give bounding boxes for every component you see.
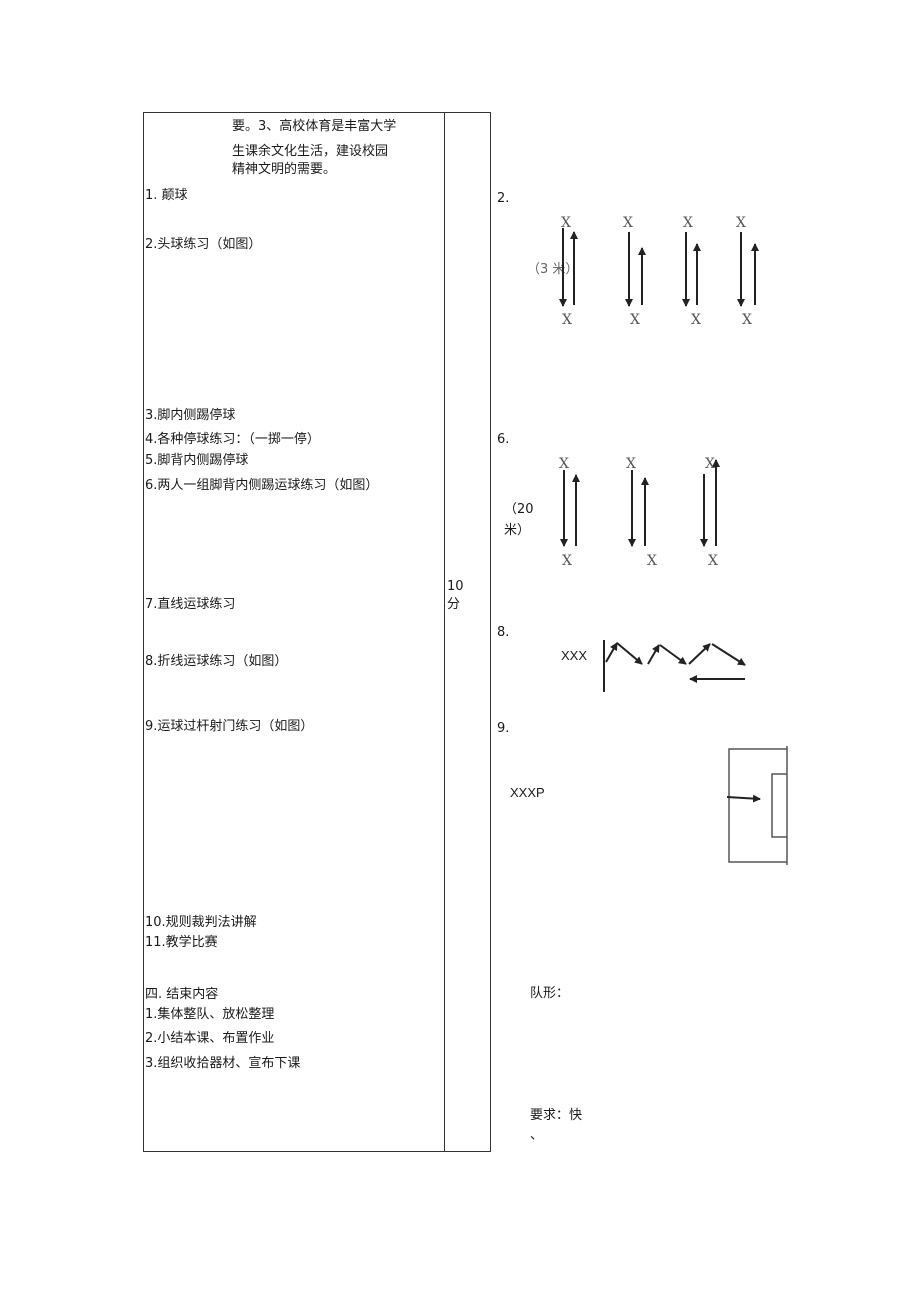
ending-item-1: 1.集体整队、放松整理 (145, 1007, 275, 1022)
formation-label: 队形： (530, 986, 570, 1001)
item-2: 2.头球练习（如图） (145, 237, 262, 252)
diagram-9-shot-arrow (726, 794, 761, 803)
diagram-2-x: X (683, 215, 693, 231)
diagram-2 (559, 228, 759, 307)
diagram-6-players: X X X X X X (559, 456, 718, 569)
diagram-9-penalty-box (728, 748, 787, 863)
item-6: 6.两人一组脚背内侧踢运球练习（如图） (145, 478, 379, 493)
diagram-2-x: X (742, 312, 752, 328)
diagram-8-zig-2 (616, 642, 643, 665)
diagram-9-players: XXXP (510, 785, 545, 800)
item-9: 9.运球过杆射门练习（如图） (145, 719, 314, 734)
diagram-6-x: X (705, 456, 715, 472)
diagram-8-zig-6 (711, 643, 746, 666)
diagram-9-goal-area (771, 773, 787, 838)
diagram-2-x: X (561, 215, 571, 231)
intro-line-3: 精神文明的需要。 (232, 162, 337, 177)
ending-item-3: 3.组织收拾器材、宣布下课 (145, 1056, 301, 1071)
diagram-8-number: 8. (497, 625, 510, 640)
item-8: 8.折线运球练习（如图） (145, 654, 288, 669)
diagram-9-number: 9. (497, 721, 510, 736)
diagram-2-x: X (562, 312, 572, 328)
diagram-6-x: X (562, 553, 572, 569)
item-4: 4.各种停球练习：（一掷一停） (145, 432, 320, 447)
item-3: 3.脚内侧踢停球 (145, 408, 236, 423)
item-5: 5.脚背内侧踢停球 (145, 453, 249, 468)
diagram-2-x: X (691, 312, 701, 328)
diagram-2-x: X (623, 215, 633, 231)
diagram-6-x: X (708, 553, 718, 569)
time-cell: 10 分 (447, 579, 464, 612)
diagram-8-zig-5 (688, 643, 711, 665)
diagram-8-zig-1 (605, 642, 618, 663)
item-11: 11.教学比赛 (145, 935, 218, 950)
diagram-6-number: 6. (497, 432, 510, 447)
ending-heading: 四. 结束内容 (145, 987, 219, 1002)
diagram-6-distance: （20 米） (504, 502, 534, 538)
diagram-9 (726, 746, 788, 865)
requirement-text: 要求：快 、 (530, 1108, 583, 1143)
table-column-divider (444, 112, 445, 1152)
lesson-table (143, 112, 491, 1152)
diagram-2-x: X (630, 312, 640, 328)
diagram-8-zig-3 (647, 644, 660, 665)
diagram-8 (603, 640, 746, 692)
diagram-8-zig-4 (659, 644, 687, 665)
diagram-8-players: XXX (561, 648, 588, 663)
item-10: 10.规则裁判法讲解 (145, 915, 257, 930)
intro-line-1: 要。3、高校体育是丰富大学 (232, 119, 397, 134)
item-7: 7.直线运球练习 (145, 597, 236, 612)
diagram-6 (560, 459, 720, 547)
ending-item-2: 2.小结本课、布置作业 (145, 1031, 275, 1046)
diagram-2-distance: （3 米） (527, 262, 579, 277)
intro-line-2: 生课余文化生活，建设校园 (232, 144, 389, 159)
diagram-2-players: X X X X X X X X (561, 215, 752, 328)
diagram-6-x: X (647, 553, 657, 569)
diagram-6-x: X (626, 456, 636, 472)
diagram-6-x: X (559, 456, 569, 472)
diagram-2-x: X (736, 215, 746, 231)
item-1: 1. 颠球 (145, 188, 188, 203)
diagram-2-number: 2. (497, 191, 510, 206)
